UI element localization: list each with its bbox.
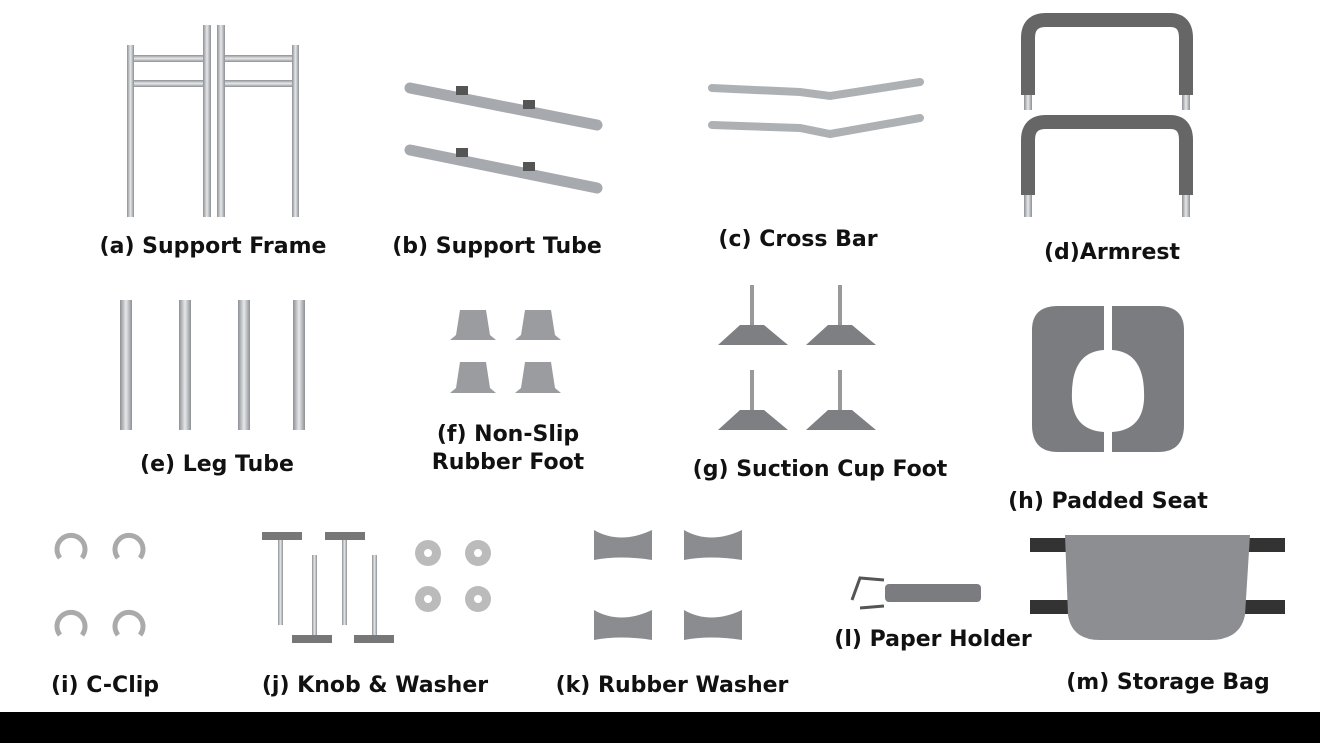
- label-line-1: (f) Non-Slip: [436, 422, 580, 447]
- bottom-black-bar: [0, 712, 1320, 743]
- cross-bar-image: [708, 78, 924, 139]
- parts-illustration: [54, 12, 1285, 643]
- label-c-clip: (i) C-Clip: [50, 673, 160, 698]
- non-slip-rubber-foot-image: [450, 310, 561, 393]
- storage-bag-image: [1030, 535, 1285, 640]
- label-non-slip-rubber-foot: (f) Non-Slip Rubber Foot: [432, 421, 584, 477]
- label-support-tube: (b) Support Tube: [392, 234, 602, 259]
- support-frame-image: [127, 25, 299, 217]
- paper-holder-image: [850, 576, 981, 610]
- label-line-2: Rubber Foot: [431, 450, 585, 475]
- rubber-washer-image: [594, 530, 742, 640]
- knob-washer-image: [262, 532, 491, 643]
- suction-cup-foot-image: [718, 285, 876, 430]
- support-tube-image: [404, 82, 603, 194]
- leg-tube-image: [120, 300, 305, 430]
- label-knob-washer: (j) Knob & Washer: [261, 673, 489, 698]
- padded-seat-image: [1032, 306, 1184, 452]
- label-support-frame: (a) Support Frame: [99, 234, 327, 259]
- c-clip-image: [54, 532, 146, 637]
- label-leg-tube: (e) Leg Tube: [140, 452, 294, 477]
- label-paper-holder: (l) Paper Holder: [834, 627, 1032, 652]
- label-armrest: (d)Armrest: [1043, 240, 1181, 265]
- label-suction-cup-foot: (g) Suction Cup Foot: [692, 457, 948, 482]
- label-rubber-washer: (k) Rubber Washer: [555, 673, 789, 698]
- label-cross-bar: (c) Cross Bar: [718, 227, 878, 252]
- label-padded-seat: (h) Padded Seat: [1008, 489, 1208, 514]
- armrest-image: [1021, 12, 1193, 217]
- label-storage-bag: (m) Storage Bag: [1066, 670, 1270, 695]
